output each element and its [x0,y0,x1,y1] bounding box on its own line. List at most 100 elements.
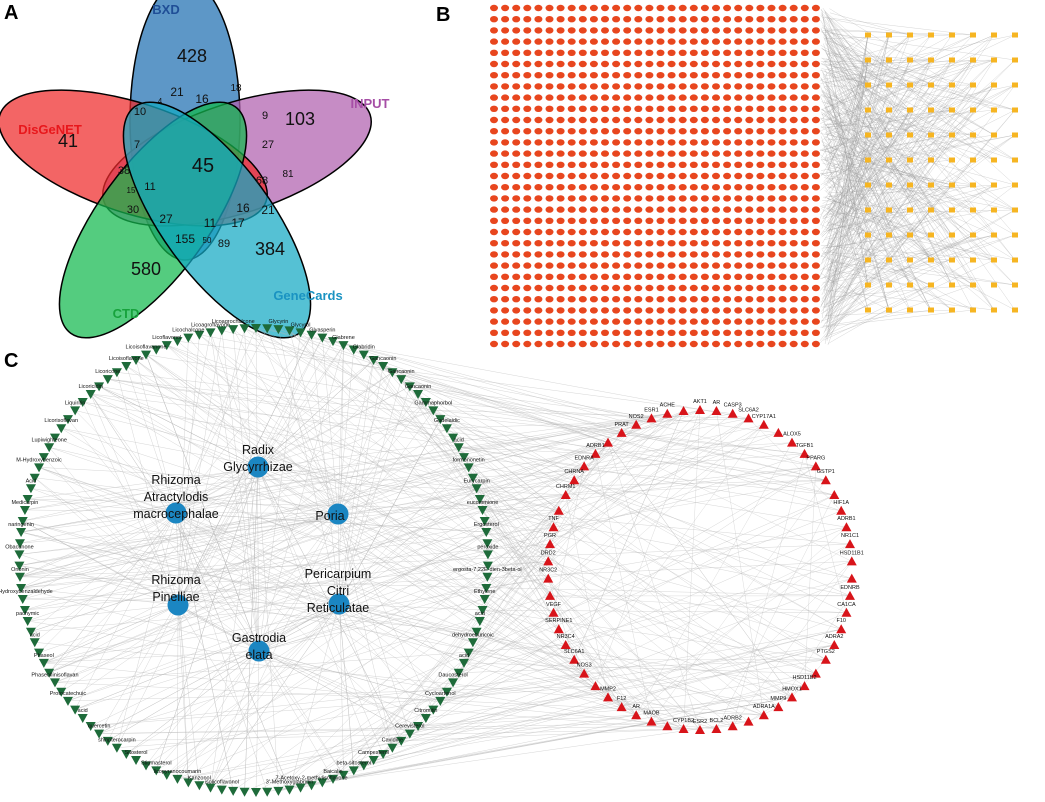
network-b-compound-node [689,105,698,113]
network-b-compound-node [501,27,510,34]
network-b-edge [829,261,1016,286]
network-c-compound-node [14,572,25,582]
network-c-edge [548,578,575,660]
network-b-compound-node [800,240,809,247]
network-b-compound-node [656,340,665,348]
network-b-compound-node [490,296,498,303]
network-c-edge [482,509,851,545]
network-b-compound-node [623,4,632,12]
network-c-edge [425,401,652,419]
network-b-compound-node [601,206,609,213]
network-b-compound-node [589,217,598,224]
network-c-target-node [553,624,564,634]
network-c-compound-node [16,528,27,538]
network-c-compound-node [172,337,183,347]
network-b-compound-node [723,329,732,336]
network-c-compound-node [19,505,30,515]
network-c-edge [99,386,816,674]
network-c-edge [343,644,835,776]
network-c-target-node [820,654,831,664]
network-c-edge [574,413,668,481]
network-b-compound-node [700,318,709,325]
network-b-compound-node [667,94,676,101]
network-b-compound-node [634,340,643,348]
network-b-compound-node [501,329,510,336]
network-c-edges [19,327,852,793]
network-c-edge [458,447,596,455]
network-b-compound-node [756,262,765,269]
network-c-compound-node [151,766,162,776]
network-b-compound-node [712,83,720,90]
network-b-compound-node [689,318,698,325]
network-b-compound-node [545,172,554,180]
network-b-compound-node [556,251,565,258]
network-c-edge [54,644,566,683]
network-c-herb-node [247,456,269,478]
network-b-edge [829,34,932,183]
network-b-edge [820,19,995,311]
network-b-edge [821,109,869,229]
network-c-edge [258,488,477,652]
network-b-compound-node [667,72,676,79]
network-c-compound-label: Glyasperin [309,328,335,334]
network-b-compound-node [578,16,587,23]
network-b-compound-node [512,128,521,135]
network-b-compound-node [745,4,754,12]
network-b-compound-node [523,139,532,146]
network-c-edge [300,424,764,788]
network-c-edge [21,587,179,606]
network-b-compound-node [789,38,798,45]
network-b-compound-node [556,318,565,325]
network-c-edge [19,494,566,544]
network-c-compound-node [482,561,493,571]
network-c-edge [417,527,554,727]
venn-set-label-genecards: GeneCards [273,288,342,303]
network-c-herb-node [248,640,270,662]
network-c-edge [166,344,585,674]
network-b-target-node [886,207,892,213]
network-b-compound-node [534,262,543,269]
network-b-compound-node [589,72,598,79]
venn-count: 16 [236,201,250,215]
network-b-compound-node [645,284,654,292]
network-b-edge [829,224,953,311]
network-b-compound-node [689,83,698,90]
network-b-compound-node [523,116,532,124]
network-b-compound-node [567,139,576,146]
network-c-compound-node [284,785,295,795]
network-c-herb-label: Pinelliae [152,590,199,604]
network-b-edge [827,169,890,186]
network-c-edge [337,513,483,611]
network-b-compound-node [667,184,676,191]
venn-count: 17 [231,216,245,230]
network-c-edge [337,513,344,775]
network-b-compound-node [556,296,565,303]
network-b-compound-node [789,60,798,68]
network-c-target-node [844,590,855,600]
network-b-compound-node [512,296,521,303]
network-b-compound-node [767,228,776,236]
network-c-edge [482,609,826,660]
network-c-target-node [786,437,797,447]
network-b-compound-node [800,284,809,292]
network-b-compound-node [712,195,720,202]
network-b-compound-node [656,329,665,336]
network-c-edge [34,477,339,515]
network-c-target-node [646,716,657,726]
network-b-compound-node [811,296,820,303]
network-b-edge [825,197,974,261]
network-b-edge [821,34,890,159]
network-b-edge [825,31,911,111]
network-c-edge [458,447,585,467]
network-b-compound-node [767,329,776,336]
network-b-compound-node [712,60,720,68]
network-b-compound-node [745,83,754,90]
network-c-edge [67,419,260,652]
network-b-compound-node [490,72,498,79]
network-b-compound-node [800,116,809,124]
network-b-compound-node [567,128,576,135]
network-c-edge [300,612,554,788]
network-c-edge [267,328,609,443]
network-c-target-label: MMP2 [600,686,616,692]
network-b-compound-node [645,105,654,113]
